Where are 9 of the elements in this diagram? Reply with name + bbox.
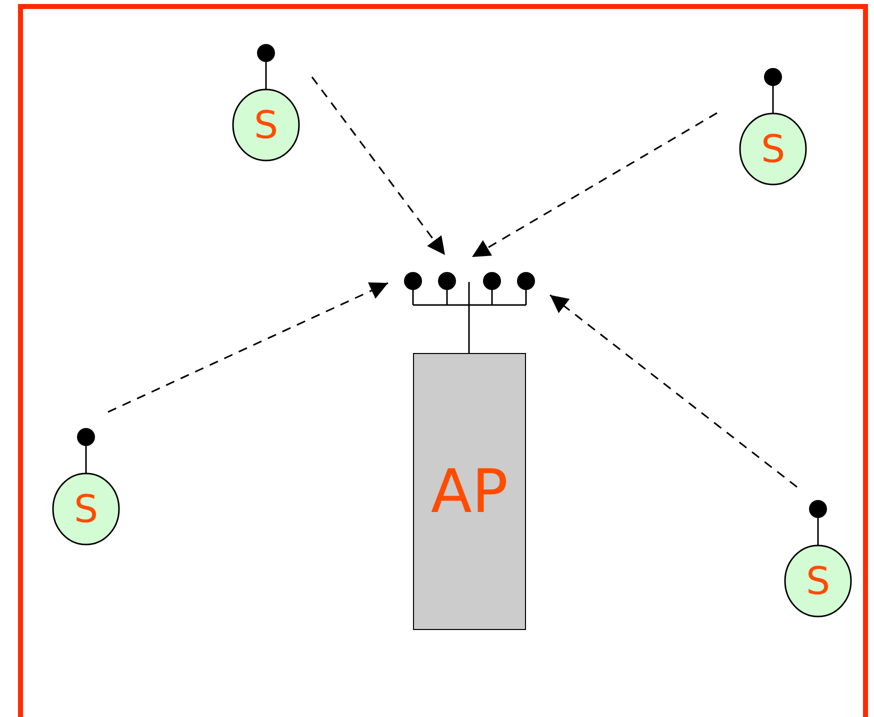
dashed-arrow: [472, 112, 718, 258]
dashed-arrow: [108, 282, 388, 413]
station-label: S: [72, 487, 100, 531]
station-label: S: [252, 103, 280, 147]
station-label: S: [804, 559, 832, 603]
dashed-arrow: [550, 294, 798, 488]
dashed-arrow: [311, 76, 446, 256]
station-label: S: [760, 127, 786, 171]
access-point-label: AP: [430, 462, 508, 522]
